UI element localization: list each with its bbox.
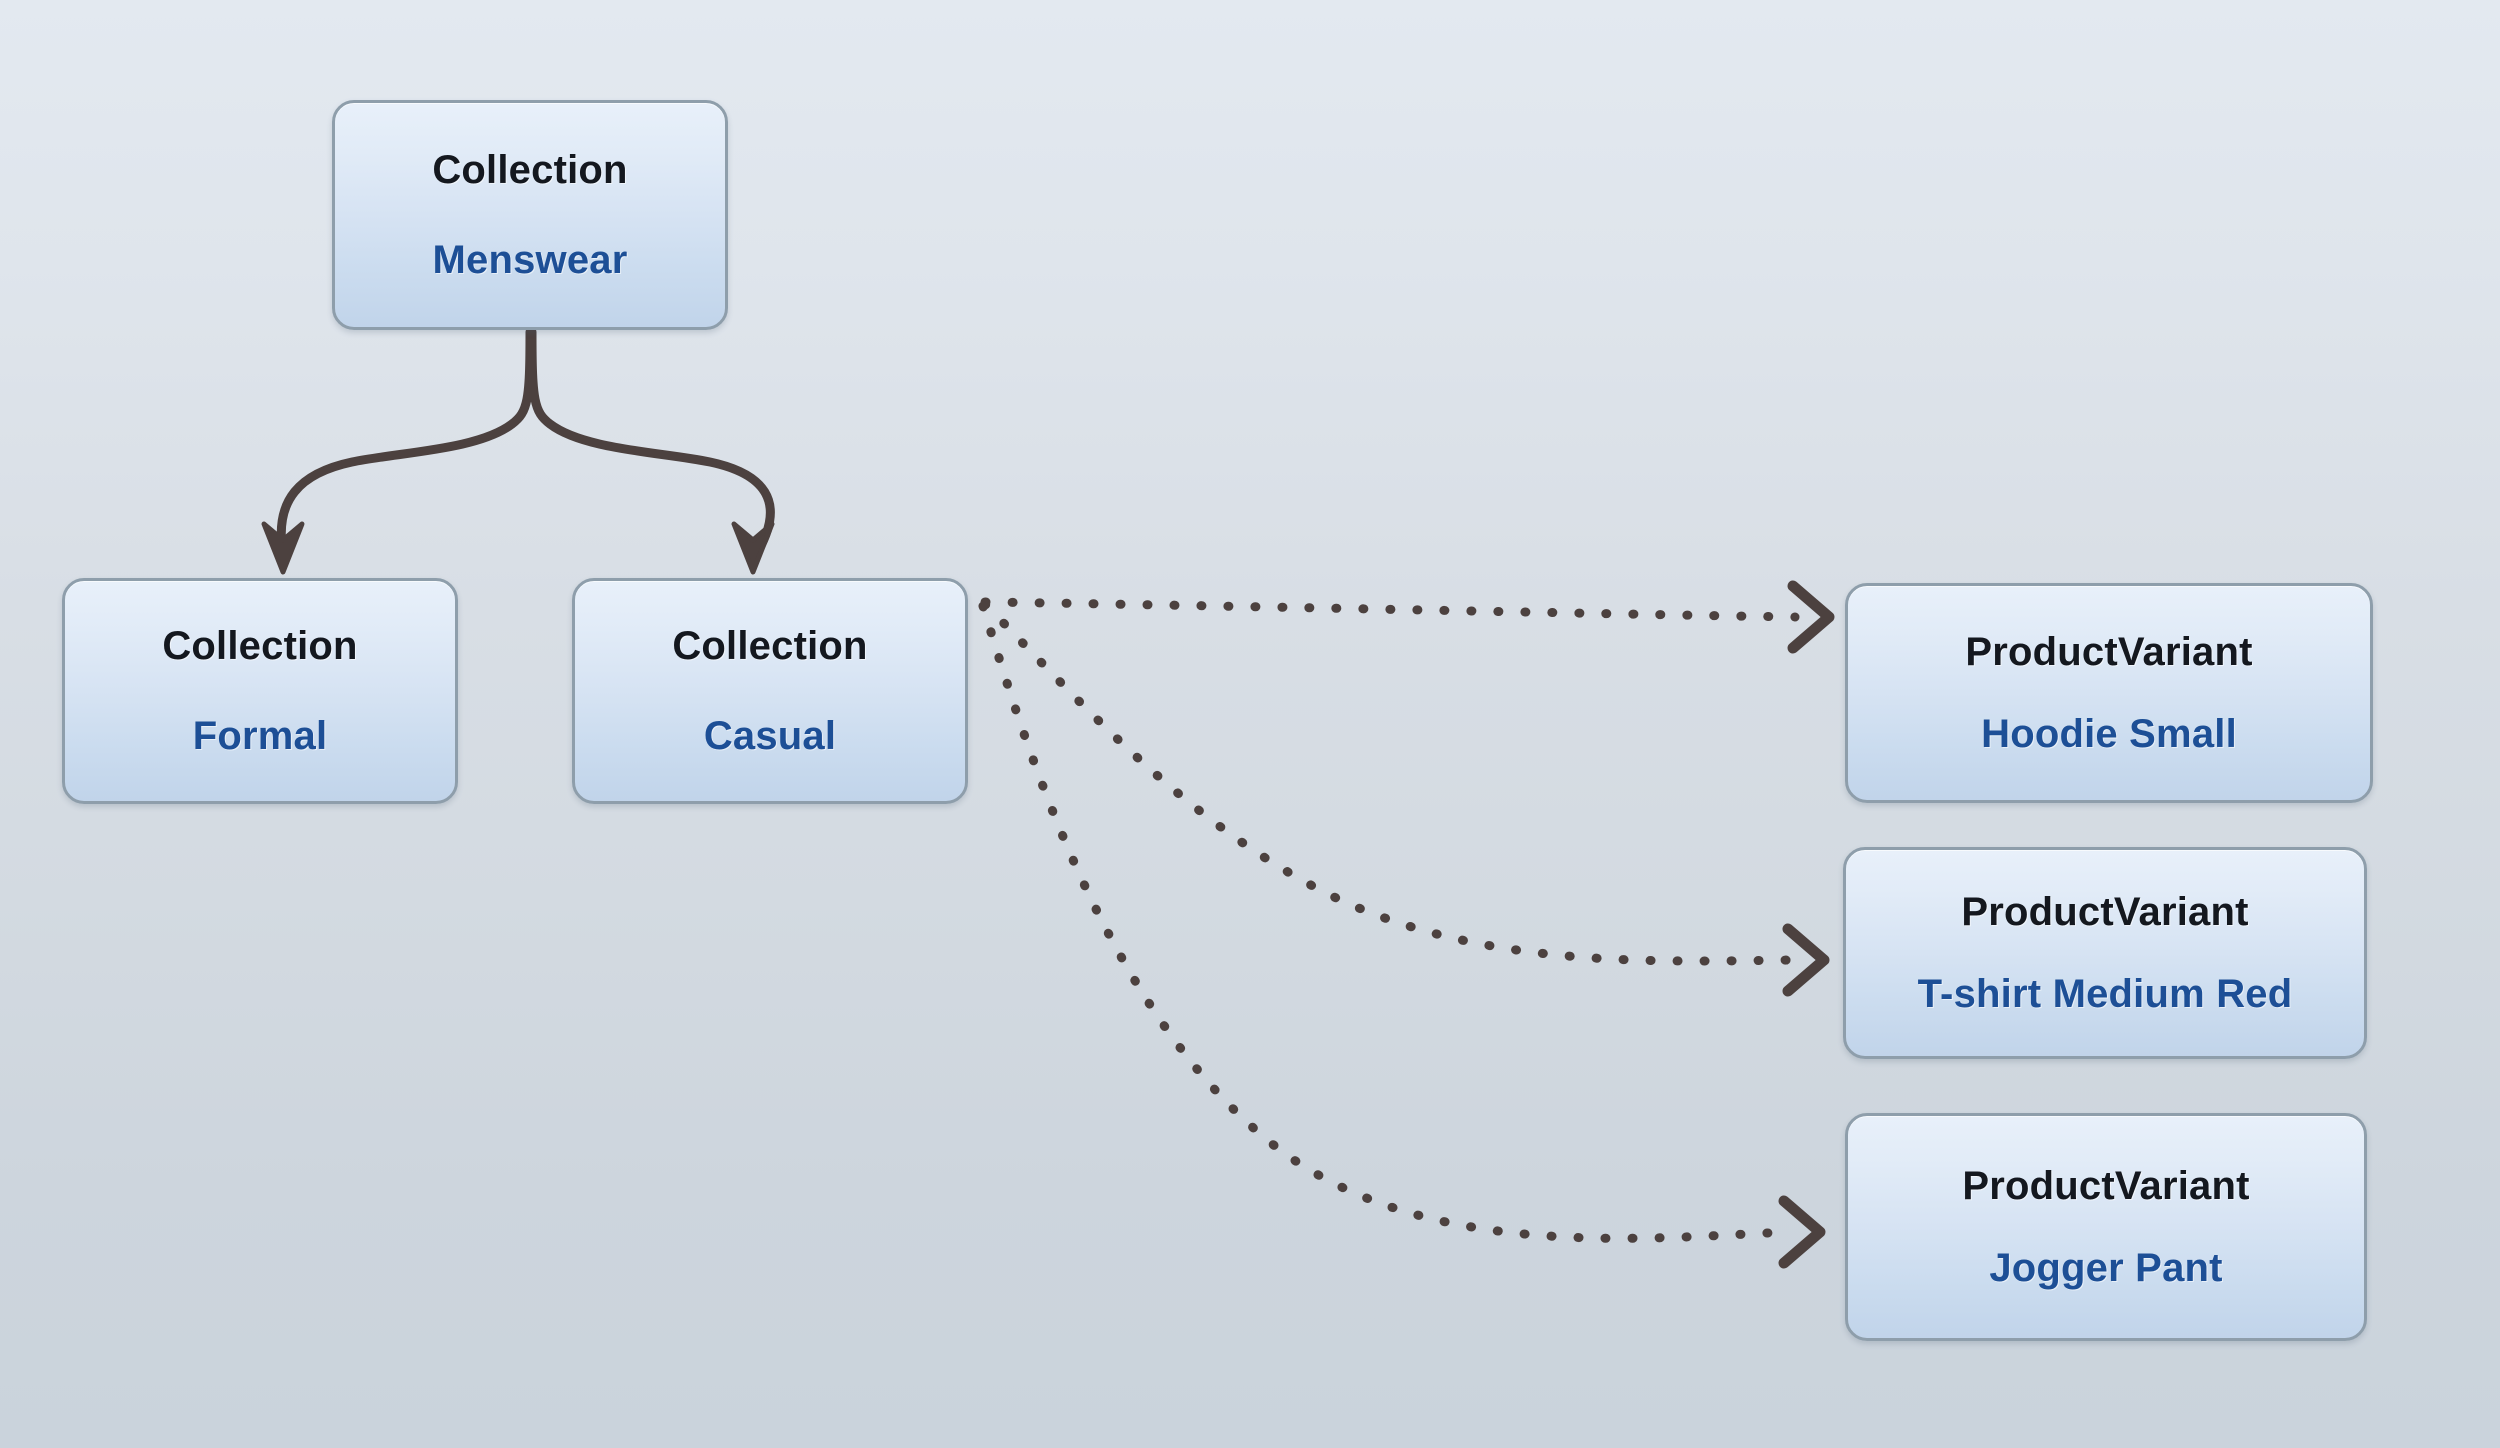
arrowhead-chevron-hoodie bbox=[1787, 580, 1835, 654]
node-name-label: Menswear bbox=[432, 238, 628, 282]
node-collection-formal[interactable]: Collection Formal bbox=[62, 578, 458, 804]
node-type-label: ProductVariant bbox=[1961, 890, 2249, 934]
arrowhead-chevron-jogger bbox=[1778, 1195, 1826, 1269]
node-name-label: Casual bbox=[703, 714, 837, 758]
node-productvariant-hoodie-small[interactable]: ProductVariant Hoodie Small bbox=[1845, 583, 2373, 803]
node-type-label: ProductVariant bbox=[1962, 1164, 2250, 1208]
node-productvariant-tshirt-medium-red[interactable]: ProductVariant T-shirt Medium Red bbox=[1843, 847, 2367, 1059]
node-name-label: T-shirt Medium Red bbox=[1917, 972, 2293, 1016]
node-type-label: ProductVariant bbox=[1965, 630, 2253, 674]
node-name-label: Jogger Pant bbox=[1989, 1246, 2223, 1290]
arrowhead-chevron-tshirt bbox=[1782, 923, 1830, 997]
edge-menswear-to-casual bbox=[527, 327, 775, 575]
node-name-label: Hoodie Small bbox=[1981, 712, 2237, 756]
edge-menswear-to-formal bbox=[261, 327, 535, 575]
arrowhead-filled-formal bbox=[261, 521, 305, 575]
arrowhead-filled-casual bbox=[731, 521, 775, 575]
node-name-label: Formal bbox=[192, 714, 328, 758]
node-type-label: Collection bbox=[672, 624, 868, 668]
edge-casual-to-jogger bbox=[978, 601, 1826, 1269]
node-type-label: Collection bbox=[162, 624, 358, 668]
node-collection-casual[interactable]: Collection Casual bbox=[572, 578, 968, 804]
node-productvariant-jogger-pant[interactable]: ProductVariant Jogger Pant bbox=[1845, 1113, 2367, 1341]
edge-casual-to-tshirt bbox=[980, 599, 1830, 997]
node-collection-menswear[interactable]: Collection Menswear bbox=[332, 100, 728, 330]
node-type-label: Collection bbox=[432, 148, 628, 192]
edge-casual-to-hoodie bbox=[980, 580, 1835, 654]
